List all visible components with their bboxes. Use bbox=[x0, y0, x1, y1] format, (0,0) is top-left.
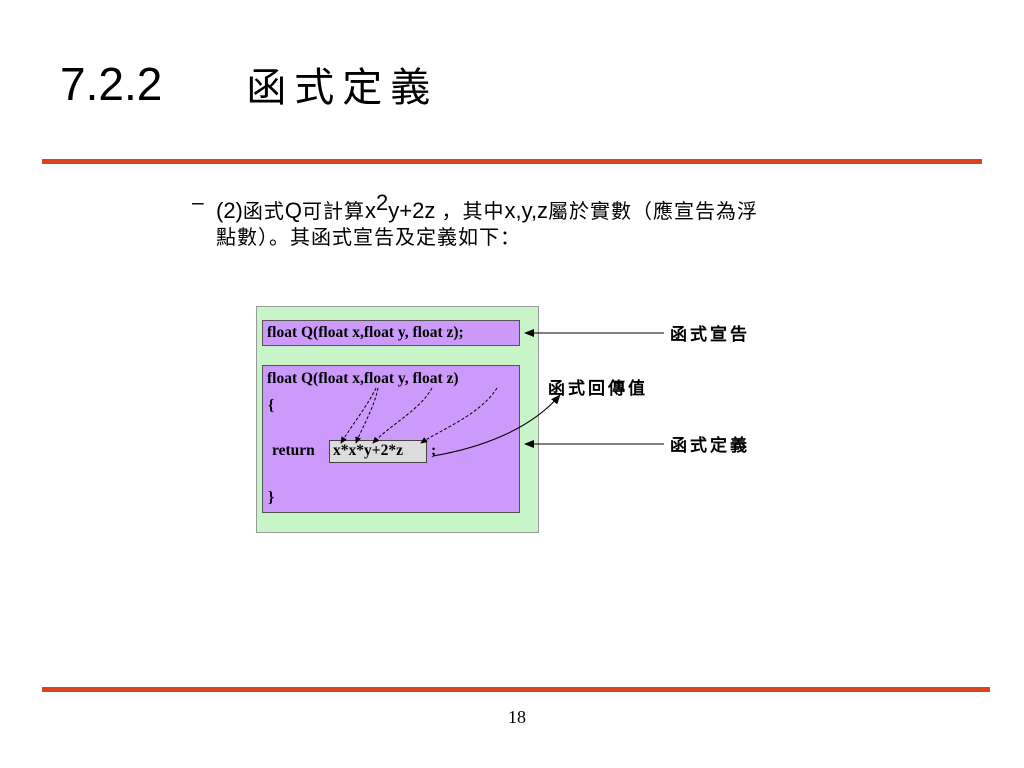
bullet-variables: x,y,z bbox=[504, 198, 549, 223]
definition-header-code: float Q(float x,float y, float z) bbox=[267, 370, 459, 387]
bullet-function-name: Q bbox=[284, 198, 303, 223]
label-declaration: 函式宣告 bbox=[670, 325, 750, 345]
page-number: 18 bbox=[508, 707, 526, 727]
return-keyword: return bbox=[272, 442, 315, 459]
bullet-prefix: (2) bbox=[216, 198, 243, 223]
declaration-box bbox=[262, 320, 520, 346]
section-number: 7.2.2 bbox=[60, 58, 163, 110]
bottom-divider bbox=[42, 687, 990, 692]
bullet-line-2: 點數）。其函式宣告及定義如下： bbox=[216, 225, 521, 249]
bullet-dash: – bbox=[192, 191, 204, 214]
bullet-formula-x: x bbox=[365, 198, 377, 223]
return-semicolon: ; bbox=[431, 442, 437, 459]
label-return-value: 函式回傳值 bbox=[548, 379, 648, 399]
bullet-text-function: 函式 bbox=[242, 199, 285, 223]
bullet-formula-exponent: 2 bbox=[376, 190, 389, 215]
close-brace: } bbox=[268, 489, 275, 506]
slide-title: 7.2.2 函式定義 bbox=[60, 52, 438, 116]
return-expression: x*x*y+2*z bbox=[333, 442, 403, 459]
declaration-code: float Q(float x,float y, float z); bbox=[267, 324, 464, 341]
bullet-formula-rest: y+2z bbox=[388, 198, 442, 223]
section-title: 函式定義 bbox=[246, 65, 439, 111]
label-definition: 函式定義 bbox=[670, 436, 750, 456]
open-brace: { bbox=[268, 397, 275, 414]
bullet-line-1: (2)函式Q可計算x2y+2z ，其中x,y,z屬於實數（應宣告為浮 bbox=[216, 186, 758, 228]
top-divider bbox=[42, 159, 982, 164]
bullet-text-where: ，其中 bbox=[441, 199, 505, 223]
bullet-text-compute: 可計算 bbox=[302, 199, 366, 223]
bullet-text-real: 屬於實數（應宣告為浮 bbox=[548, 199, 759, 223]
